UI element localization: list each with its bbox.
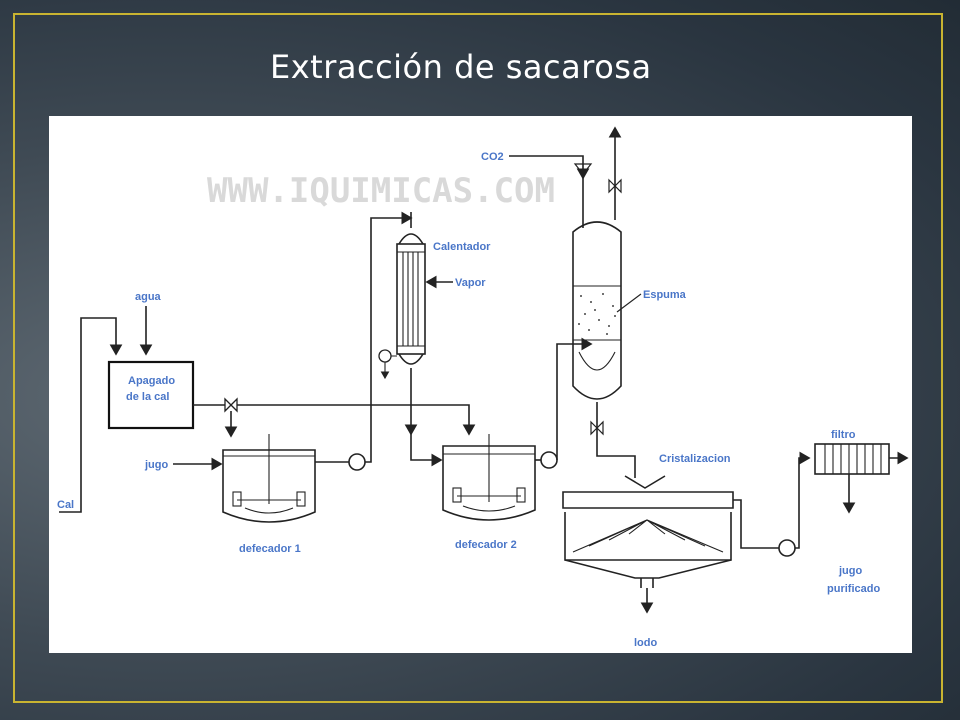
cristalizacion-label: Cristalizacion [659, 453, 731, 465]
valve-icon-1 [224, 397, 238, 413]
process-diagram: WWW.IQUIMICAS.COM Cal agua Apagado de la… [49, 116, 912, 653]
calentador-to-defecador2 [410, 434, 443, 467]
espuma-column [572, 221, 622, 400]
watermark-text: WWW.IQUIMICAS.COM [207, 171, 555, 211]
valve-icon-column [590, 420, 604, 436]
pump-icon-2 [540, 451, 558, 469]
valve-icon-vent [608, 178, 622, 194]
co2-line [509, 155, 590, 180]
slide-border [13, 13, 943, 703]
defecador-1 [222, 434, 316, 523]
lime-to-defecador2-line [237, 404, 476, 436]
filtro-label: filtro [831, 429, 856, 441]
co2-check-icon [573, 163, 593, 175]
defecador2-label: defecador 2 [455, 539, 517, 551]
espuma-label: Espuma [643, 289, 687, 301]
calentador-label: Calentador [433, 241, 491, 253]
apagado-label-2: de la cal [126, 391, 169, 403]
cristalizador-outlet [733, 499, 779, 549]
jugo-purificado-label-1: jugo [838, 565, 862, 577]
agua-label: agua [135, 291, 162, 303]
vapor-label: Vapor [455, 277, 486, 289]
jugo-purificado-label-2: purificado [827, 583, 880, 595]
apagado-tank [107, 360, 195, 430]
co2-label: CO2 [481, 151, 504, 163]
defecador1-label: defecador 1 [239, 543, 301, 555]
calentador-heat-exchanger [379, 212, 426, 436]
cal-feed-line [59, 317, 123, 513]
pump-icon-1 [348, 453, 366, 471]
lodo-label: lodo [634, 637, 657, 649]
slide-title: Extracción de sacarosa [270, 48, 652, 86]
cal-label: Cal [57, 499, 74, 511]
process-diagram-svg: WWW.IQUIMICAS.COM Cal agua Apagado de la… [57, 126, 909, 649]
jugo-label: jugo [144, 459, 168, 471]
defecador-2 [442, 434, 536, 521]
apagado-label-1: Apagado [128, 375, 175, 387]
cristalizador-tank [562, 475, 734, 588]
filtro-unit [814, 443, 890, 475]
pump-icon-3 [778, 539, 796, 557]
espuma-pointer [616, 293, 642, 313]
column-to-cristalizador [596, 402, 636, 478]
